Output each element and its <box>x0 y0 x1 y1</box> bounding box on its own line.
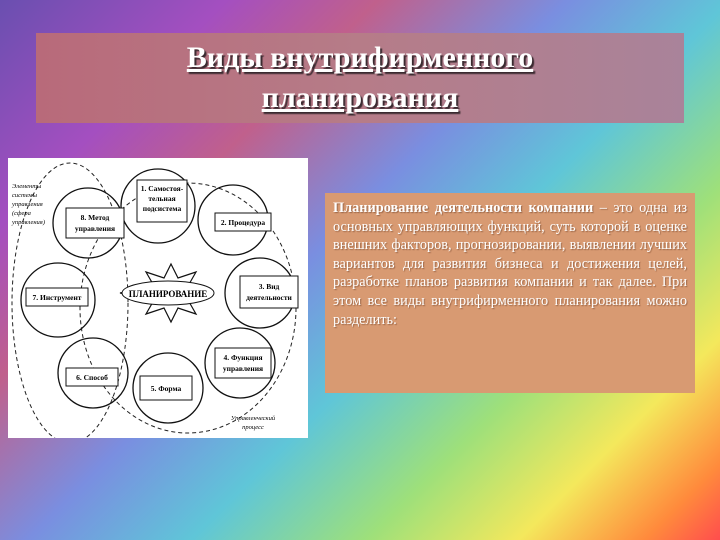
planning-diagram: ПЛАНИРОВАНИЕ 1. Самостоя- тельная подсис… <box>8 158 308 438</box>
slide-title-line1: Виды внутрифирменного <box>186 41 534 74</box>
left-note-line2: системы <box>12 192 38 199</box>
center-label: ПЛАНИРОВАНИЕ <box>129 289 208 299</box>
item-4-line2: управления <box>223 364 263 373</box>
circle-item-6 <box>57 337 129 409</box>
item-1-line1: 1. Самостоя- <box>141 184 184 193</box>
label-box-4 <box>214 347 272 379</box>
label-box-3 <box>239 275 299 309</box>
left-note-line1: Элементы <box>12 183 42 190</box>
slide-title: Виды внутрифирменного планирования <box>187 38 533 118</box>
item-2-line1: 2. Процедура <box>221 218 266 227</box>
description-rest: – это одна из основных управляющих функц… <box>333 200 687 328</box>
slide-title-box: Виды внутрифирменного планирования <box>36 33 684 123</box>
item-6-line1: 6. Способ <box>76 373 108 382</box>
circle-item-1 <box>120 168 196 244</box>
circle-item-7 <box>20 262 96 338</box>
label-box-5 <box>139 375 193 401</box>
slide-title-line2: планирования <box>261 81 459 114</box>
left-note-line4: (сфера <box>12 210 31 217</box>
item-1-line3: подсистема <box>143 204 182 213</box>
item-1-line2: тельная <box>148 194 175 203</box>
label-box-6 <box>65 367 119 387</box>
item-8-line1: 8. Метод <box>81 213 110 222</box>
item-4-line1: 4. Функция <box>223 353 262 362</box>
center-oval <box>121 280 215 306</box>
item-7-line1: 7. Инструмент <box>33 293 82 302</box>
circle-item-4 <box>204 327 276 399</box>
label-box-7 <box>25 287 89 307</box>
item-8-line2: управления <box>75 224 115 233</box>
item-5-line1: 5. Форма <box>151 384 182 393</box>
description-text: Планирование деятельности компании – это… <box>333 199 687 329</box>
description-box: Планирование деятельности компании – это… <box>325 193 695 393</box>
left-note-line3: управления <box>11 201 43 208</box>
label-box-1 <box>136 179 188 223</box>
left-note-line5: управления) <box>11 219 45 226</box>
bottom-note-line2: процесс <box>242 424 264 431</box>
description-lead: Планирование деятельности компании <box>333 200 594 216</box>
left-dashed-ellipse <box>11 162 129 438</box>
planning-diagram-svg: ПЛАНИРОВАНИЕ 1. Самостоя- тельная подсис… <box>11 162 299 438</box>
item-3-line2: деятельности <box>246 293 292 302</box>
label-box-2 <box>214 212 272 232</box>
bottom-note-line1: Управленческий <box>231 415 276 422</box>
label-box-8 <box>65 207 125 239</box>
item-3-line1: 3. Вид <box>259 282 280 291</box>
circle-item-5 <box>132 352 204 424</box>
